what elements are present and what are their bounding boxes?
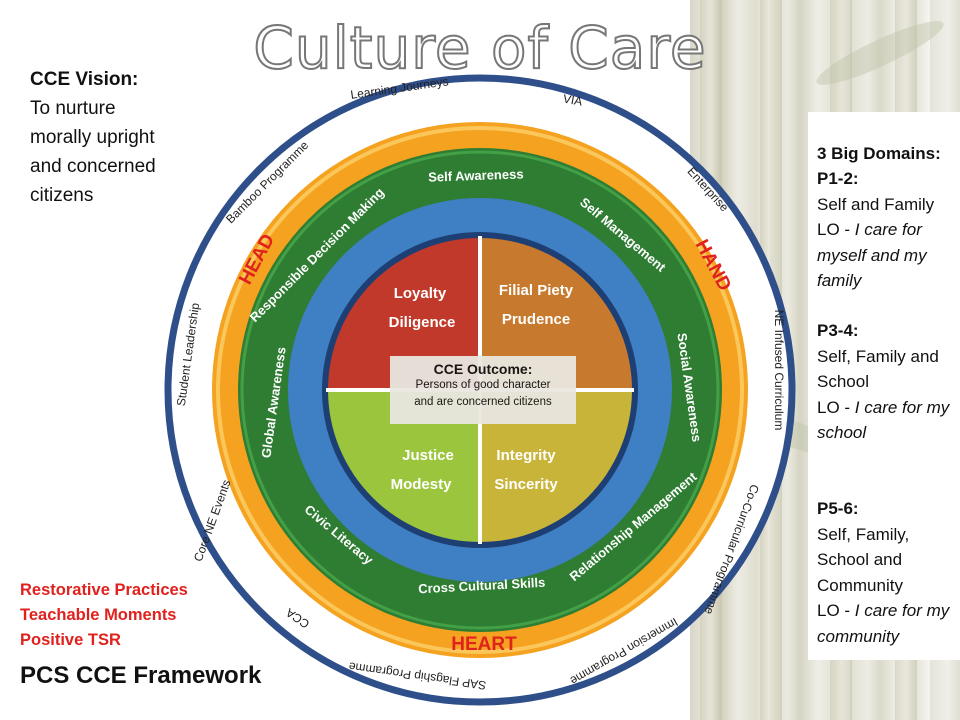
page-title: Culture of Care [253,14,706,82]
quadrant-brown [480,238,632,390]
green-label: Self Awareness [428,166,524,184]
outcome-box: CCE Outcome: Persons of good character a… [390,356,576,424]
vision-block: CCE Vision: To nurture morally upright a… [30,65,180,210]
domains-panel [808,112,960,660]
green-label: Cross Cultural Skills [418,575,546,597]
quadrant-text: Justice [402,447,454,464]
quadrant-text: Loyalty [394,285,447,302]
quadrant-text: Sincerity [494,476,558,493]
vision-text: To nurture morally upright and concerned… [30,98,156,206]
domain-group: P1-2: Self and Family LO - I care for my… [817,169,935,290]
domains-heading: 3 Big Domains: [817,144,941,163]
framework-title: PCS CCE Framework [20,662,262,689]
vision-heading: CCE Vision: [30,69,139,90]
practice-item: Teachable Moments [20,606,177,624]
domain-group: P3-4: Self, Family and School LO - I car… [817,321,950,442]
quadrant-text: Modesty [391,476,453,493]
quadrant-text: Prudence [502,311,570,328]
quadrant-text: Integrity [496,447,556,464]
quadrant-text: Filial Piety [499,282,574,299]
quadrant-olive [480,390,632,542]
outer-label: NE Infused Curriculum [772,310,786,431]
practice-item: Positive TSR [20,631,121,649]
practice-item: Restorative Practices [20,581,188,599]
outcome-heading: CCE Outcome: [433,361,533,377]
quadrant-text: Diligence [389,314,456,331]
heart-label: HEART [451,634,517,655]
quadrant-red [328,238,480,390]
quadrant-lime [328,390,480,542]
domain-group: P5-6: Self, Family, School and Community… [817,499,950,646]
practices-list: Restorative Practices Teachable Moments … [20,578,188,653]
outer-label: VIA [562,91,583,108]
outcome-text-1: Persons of good character [415,379,551,391]
outcome-text-2: and are concerned citizens [414,396,552,408]
